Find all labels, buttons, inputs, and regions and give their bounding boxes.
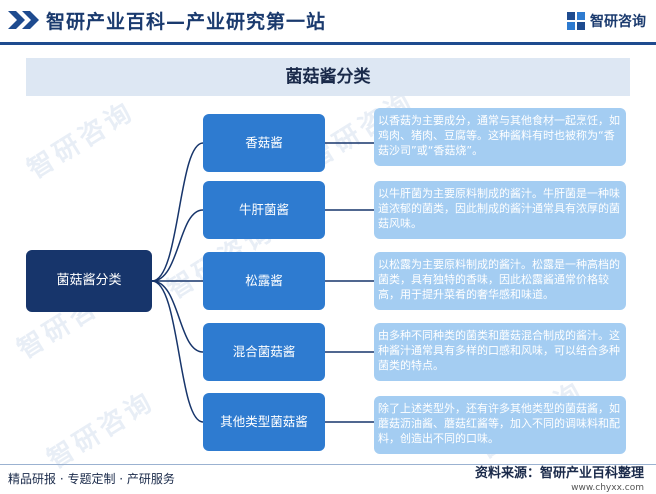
description-node: 以松露为主要原料制成的酱汁。松露是一种高档的菌类，具有独特的香味，因此松露酱通常…	[374, 252, 626, 310]
source-url: www.chyxx.com	[571, 483, 644, 493]
source-note: 资料来源：智研产业百科整理	[474, 466, 644, 481]
connector-line	[151, 280, 204, 353]
root-node: 菌菇酱分类	[26, 250, 152, 312]
double-chevron-icon	[8, 11, 39, 29]
connector-line	[151, 142, 204, 282]
header-divider	[0, 42, 656, 45]
footer-divider	[0, 464, 656, 465]
header: 智研产业百科—产业研究第一站 智研咨询	[0, 0, 656, 42]
type-node-hunhe: 混合菌菇酱	[203, 323, 325, 381]
type-node-xianggu: 香菇酱	[203, 114, 325, 172]
connector-line	[151, 280, 204, 423]
diagram-title: 菌菇酱分类	[285, 67, 371, 87]
diagram-title-band: 菌菇酱分类	[26, 58, 630, 96]
brand-logo: 智研咨询	[566, 11, 646, 31]
type-node-songlu: 松露酱	[203, 252, 325, 310]
description-node: 以香菇为主要成分，通常与其他食材一起烹饪，如鸡肉、猪肉、豆腐等。这种酱料有时也被…	[374, 108, 626, 166]
description-node: 除了上述类型外，还有许多其他类型的菌菇酱，如蘑菇沥油酱、蘑菇红酱等，加入不同的调…	[374, 396, 626, 454]
connector-line	[151, 209, 204, 282]
footer-source: 资料来源：智研产业百科整理 www.chyxx.com	[475, 462, 644, 493]
description-node: 以牛肝菌为主要原料制成的酱汁。牛肝菌是一种味道浓郁的菌类，因此制成的酱汁通常具有…	[374, 181, 626, 239]
type-node-niuganjun: 牛肝菌酱	[203, 181, 325, 239]
brand-logo-text: 智研咨询	[590, 14, 646, 30]
site-title: 智研产业百科—产业研究第一站	[46, 11, 327, 33]
brand-logo-icon	[567, 12, 585, 30]
footer-services: 精品研报 · 专题定制 · 产研服务	[8, 472, 175, 486]
type-node-other: 其他类型菌菇酱	[203, 393, 325, 451]
description-node: 由多种不同种类的菌类和蘑菇混合制成的酱汁。这种酱汁通常具有多样的口感和风味，可以…	[374, 323, 626, 381]
